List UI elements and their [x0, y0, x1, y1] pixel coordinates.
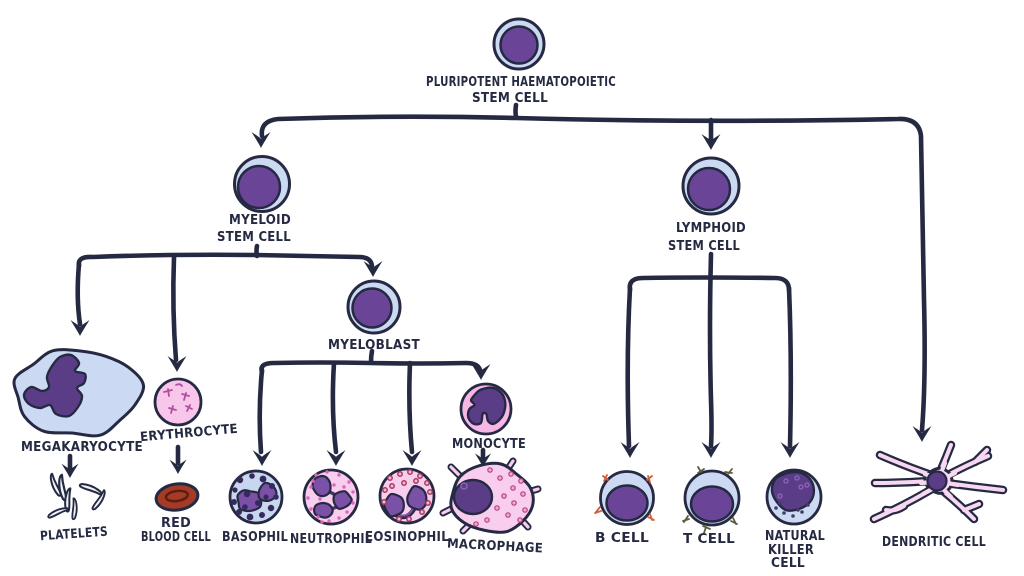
node-neutrophil: NEUTROPHIL: [290, 468, 372, 547]
red-blood-cell-dimple: [164, 489, 190, 503]
eosinophil-nucleus-lobe2: [406, 484, 428, 511]
myeloid-label-line1: MYELOID: [229, 213, 291, 228]
neutrophil-label: NEUTROPHIL: [290, 532, 372, 547]
node-monocyte: MONOCYTE: [452, 382, 526, 452]
node-myeloid-stem-cell: MYELOID STEM CELL: [217, 155, 291, 245]
node-stem-cell: PLURIPOTENT HAEMATOPOIETIC STEM CELL: [426, 17, 616, 106]
stem-cell-label-line1: PLURIPOTENT HAEMATOPOIETIC: [426, 74, 616, 90]
nk-cell-nucleus-dots: [777, 475, 810, 499]
lymphoid-label-line1: LYMPHOID: [676, 221, 746, 236]
nk-cell-label-line1: NATURAL: [765, 529, 825, 544]
monocyte-nucleus: [466, 386, 507, 426]
node-b-cell: B CELL: [594, 470, 655, 546]
megakaryocyte-label: MEGAKARYOCYTE: [21, 440, 143, 455]
basophil-label: BASOPHIL: [222, 530, 288, 545]
node-megakaryocyte: MEGAKARYOCYTE: [12, 348, 146, 455]
megakaryocyte-nucleus: [22, 353, 87, 418]
neutrophil-nucleus-lobe3: [312, 501, 334, 519]
dendritic-nucleus: [926, 470, 948, 492]
erythrocyte-marks: [163, 383, 193, 414]
platelets-label: PLATELETS: [40, 525, 109, 545]
eosinophil-label: EOSINOPHIL: [365, 530, 449, 545]
neutrophil-granules: [306, 470, 355, 524]
t-cell-label: T CELL: [683, 532, 735, 547]
node-lymphoid-stem-cell: LYMPHOID STEM CELL: [668, 156, 746, 254]
t-cell-receptors: [682, 466, 738, 534]
myeloid-cell-nucleus: [236, 164, 282, 210]
b-cell-label: B CELL: [595, 531, 649, 546]
b-cell-receptors: [594, 474, 655, 521]
lymphoid-cell-nucleus: [686, 166, 732, 212]
node-basophil: BASOPHIL: [222, 469, 288, 545]
stem-cell-nucleus: [499, 25, 539, 65]
lymphoid-label-line2: STEM CELL: [668, 239, 740, 254]
monocyte-label: MONOCYTE: [452, 437, 526, 452]
stem-cell-label-line2: STEM CELL: [472, 90, 548, 106]
nk-cell-nucleus: [770, 470, 816, 512]
node-dendritic-cell: DENDRITIC CELL: [869, 440, 1008, 550]
node-nk-cell: NATURAL KILLER CELL: [765, 468, 825, 571]
eosinophil-granules: [381, 469, 433, 522]
macrophage-nucleus: [452, 478, 494, 516]
node-eosinophil: EOSINOPHIL: [365, 467, 449, 545]
node-t-cell: T CELL: [682, 466, 741, 547]
eosinophil-nucleus-lobe1: [383, 492, 405, 518]
erythrocyte-body: [153, 377, 203, 427]
red-blood-cell-label-line2: BLOOD CELL: [141, 530, 211, 545]
arrowhead-to-monocyte: [471, 364, 491, 380]
node-macrophage: MACROPHAGE: [439, 457, 544, 557]
myeloblast-nucleus: [351, 287, 393, 329]
neutrophil-nucleus-lobe1: [311, 474, 332, 498]
red-blood-cell-body: [154, 482, 200, 512]
node-red-blood-cell: RED BLOOD CELL: [141, 482, 211, 545]
t-cell-nucleus: [689, 485, 735, 523]
red-blood-cell-label-line1: RED: [161, 516, 191, 531]
node-erythrocyte: ERYTHROCYTE: [140, 377, 239, 445]
connector-lines: [61, 102, 932, 478]
macrophage-granules: [473, 467, 528, 527]
nk-cell-cytoplasm-dots: [774, 501, 810, 518]
dendritic-cell-label: DENDRITIC CELL: [882, 535, 986, 550]
myeloblast-label: MYELOBLAST: [328, 338, 420, 353]
neutrophil-nucleus-lobe2: [332, 490, 353, 511]
basophil-granules: [231, 473, 279, 521]
erythrocyte-label: ERYTHROCYTE: [140, 422, 239, 445]
macrophage-label: MACROPHAGE: [447, 536, 544, 556]
macrophage-nucleus-highlight: [460, 482, 468, 490]
myeloid-label-line2: STEM CELL: [217, 230, 291, 245]
nk-cell-label-line3: CELL: [771, 556, 805, 571]
nk-cell-label-line2: KILLER: [768, 543, 814, 558]
node-platelets: PLATELETS: [40, 472, 111, 545]
b-cell-nucleus: [605, 484, 649, 522]
platelet-shapes: [42, 472, 111, 526]
node-myeloblast: MYELOBLAST: [328, 279, 420, 353]
